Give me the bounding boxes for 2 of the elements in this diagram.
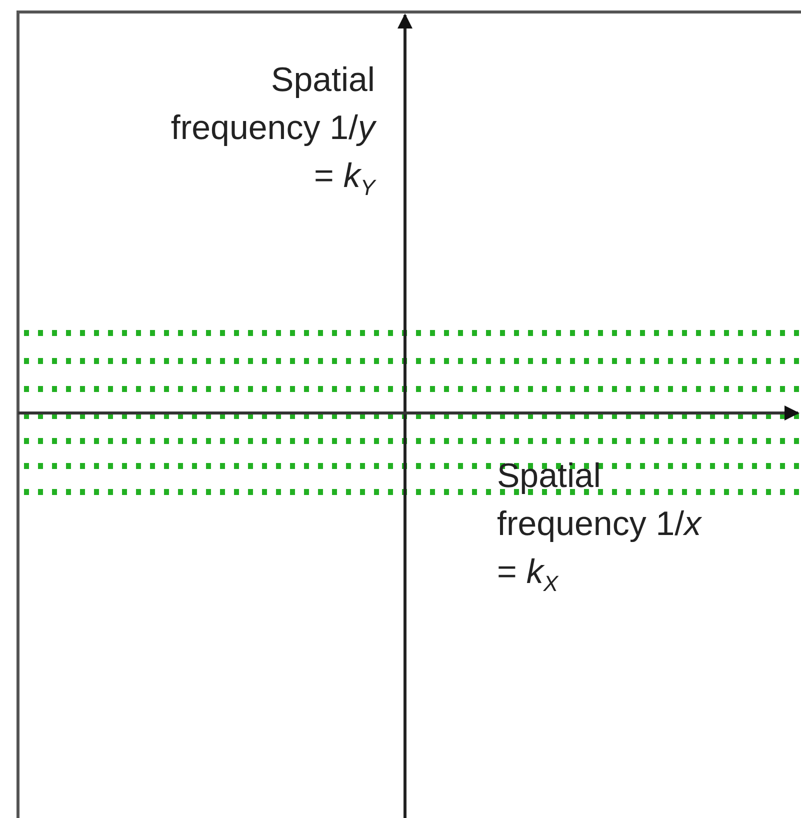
- axis-label: Spatial frequency 1/y = k$_{Y}$: [170, 60, 375, 202]
- axis-label: Spatial frequency 1/x = k$_{X}$: [497, 456, 703, 598]
